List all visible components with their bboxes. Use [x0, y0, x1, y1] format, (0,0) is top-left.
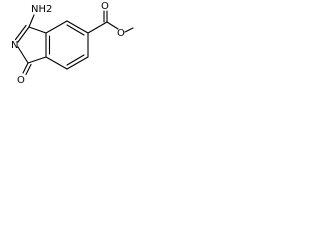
bond-c4-c5-inner	[66, 24, 85, 36]
bond-c6-c7	[66, 56, 89, 70]
nh2-label: NH2	[31, 4, 52, 15]
bond-c3a-c3	[28, 26, 47, 34]
bond-c1-o-double	[25, 63, 32, 76]
ketone-oxygen-label: O	[17, 75, 25, 86]
ester-carbonyl-oxygen-label: O	[101, 1, 109, 12]
bond-c4-c5	[66, 20, 89, 34]
bond-c6-c7-inner	[66, 54, 85, 66]
chemical-structure-drawing: NH2 N O O O	[11, 1, 134, 86]
ring-nitrogen-label: N	[11, 40, 18, 51]
bond-ester-c-o-ether	[106, 21, 119, 30]
bond-c3a-c4	[45, 20, 68, 34]
ester-ether-oxygen-label: O	[117, 28, 125, 39]
bond-c7-c7a	[45, 56, 68, 70]
bond-c3-n-double	[14, 24, 27, 41]
bond-c3-n	[17, 26, 30, 43]
bond-c3-nh2	[28, 14, 35, 28]
bond-c5-ester-c	[87, 21, 108, 34]
bond-n-c1	[17, 46, 29, 64]
bond-o-methyl	[124, 27, 134, 33]
bond-c1-c7a	[27, 56, 47, 64]
bond-c1-o	[22, 62, 29, 74]
